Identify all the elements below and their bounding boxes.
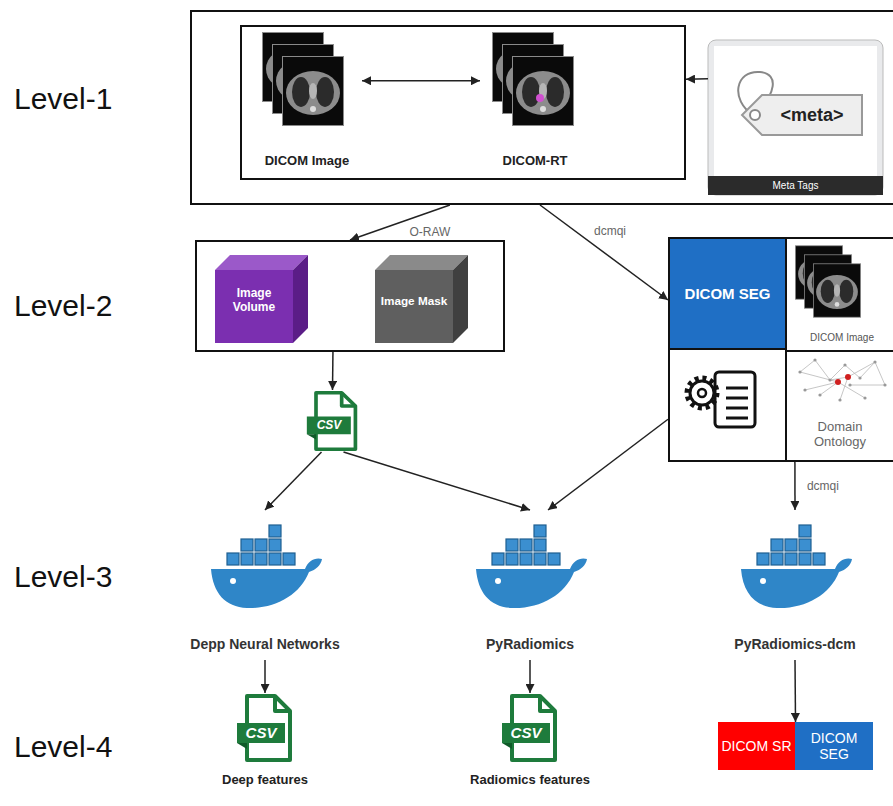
node-text: Depp Neural Networks <box>170 634 360 654</box>
docker-whale <box>211 525 852 608</box>
level-2-box: Image Volume Image Mask <box>195 240 505 352</box>
connector-arrow <box>362 80 480 82</box>
node-text: CSV <box>502 723 550 743</box>
docker-container: PyRadiomics-dcm <box>710 510 880 660</box>
node-text: PyRadiomics-dcm <box>710 634 880 654</box>
node-text: Radiomics features <box>450 771 610 789</box>
node-text: Image Volume <box>219 277 289 325</box>
volume-cube-picture <box>215 255 308 343</box>
connector-arrow <box>794 660 796 722</box>
node-text: DICOM SEG <box>795 722 873 770</box>
node-text: Image Mask <box>379 277 449 325</box>
connector-arrow <box>264 660 266 693</box>
dicom-output-band: DICOM SRDICOM SEG <box>718 722 873 770</box>
connector-arrow <box>540 205 668 300</box>
level-label: Level-2 <box>14 289 112 324</box>
connector-arrow <box>529 660 531 693</box>
node-text: DICOM Image <box>252 152 362 170</box>
csv-file-icon: CSV <box>305 390 360 452</box>
level-1-panel: DICOM Image DICOM-RT <meta> Meta Tags <box>190 10 893 205</box>
node-text: Domain Ontology <box>802 416 878 454</box>
docker-container: Depp Neural Networks <box>170 510 360 660</box>
csv-file-icon: CSV Radiomics features <box>450 693 610 793</box>
level-label: Level-1 <box>14 82 112 117</box>
connector-arrow <box>265 452 322 510</box>
dicom-seg-cell: DICOM SEG <box>670 239 785 350</box>
connector-arrow <box>548 419 668 510</box>
config-icon <box>687 372 755 427</box>
edge-label: dcmqi <box>591 223 629 237</box>
ct-stack <box>263 33 344 126</box>
node-text: Deep features <box>200 771 330 789</box>
connector-arrow <box>794 462 796 510</box>
node-text: CSV <box>237 723 285 743</box>
ontology-network <box>798 358 886 401</box>
node-text: CSV <box>307 417 351 434</box>
volume-cube: Image Volume <box>215 255 310 343</box>
node-text: DICOM-RT <box>480 152 590 170</box>
dicom-sr-cell: DICOM SR <box>718 722 795 770</box>
connector-arrow <box>344 452 531 510</box>
level-label: Level-3 <box>14 560 112 595</box>
node-text: Meta Tags <box>708 177 883 194</box>
docker-container: PyRadiomics <box>455 510 605 660</box>
node-text: DICOM Image <box>787 331 893 345</box>
node-text: <meta> <box>762 104 862 126</box>
meta-tags-panel: <meta> Meta Tags <box>708 40 883 195</box>
edge-label: dcmqi <box>804 479 842 493</box>
node-text: PyRadiomics <box>455 634 605 654</box>
level-label: Level-4 <box>14 730 112 765</box>
dicom-image-cell: DICOM Image <box>785 239 893 350</box>
ct-stack <box>795 246 860 317</box>
image-stack: DICOM Image <box>252 30 362 175</box>
dicom-pair-box: DICOM Image DICOM-RT <box>240 25 686 180</box>
meta-tag-picture <box>708 40 883 195</box>
mask-cube-picture <box>375 255 468 343</box>
image-stack: DICOM-RT <box>480 30 590 175</box>
ct-stack <box>493 33 574 126</box>
ontology-cell: Domain Ontology <box>785 350 893 460</box>
mask-cube: Image Mask <box>375 255 470 343</box>
connector-arrow <box>686 78 708 80</box>
csv-file-icon: CSV Deep features <box>200 693 330 793</box>
dicom-seg-cell: DICOM SEG <box>795 722 873 770</box>
connector-arrow <box>332 352 334 390</box>
edge-label: O-RAW <box>406 225 453 239</box>
node-text: DICOM SEG <box>670 239 785 348</box>
node-text: DICOM SR <box>718 722 795 770</box>
csv-icon-picture <box>237 393 555 760</box>
dicom-seg-grid: DICOM SEGDICOM ImageDomain Ontology <box>668 237 893 462</box>
